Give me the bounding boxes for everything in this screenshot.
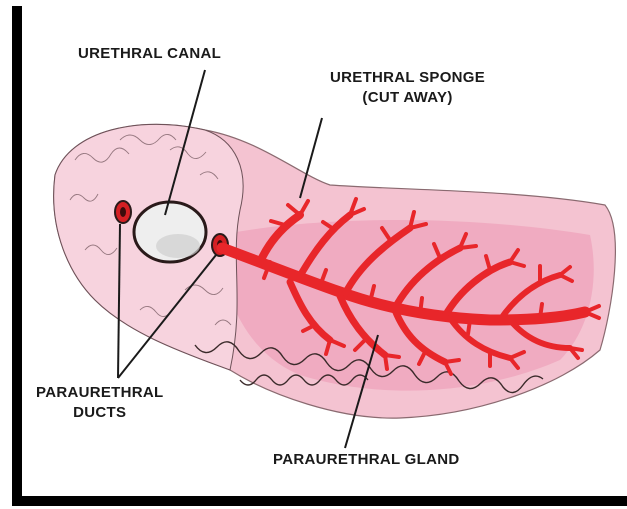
label-paraurethral-ducts: PARAURETHRAL DUCTS [36, 383, 163, 423]
label-urethral-sponge-line1: URETHRAL SPONGE [330, 68, 485, 88]
label-paraurethral-ducts-line1: PARAURETHRAL [36, 383, 163, 403]
label-urethral-canal: URETHRAL CANAL [78, 44, 221, 64]
label-urethral-sponge: URETHRAL SPONGE (CUT AWAY) [330, 68, 485, 108]
frame-bottom-border [12, 496, 627, 506]
label-urethral-sponge-line2: (CUT AWAY) [330, 88, 485, 108]
label-paraurethral-gland: PARAURETHRAL GLAND [273, 450, 460, 470]
label-paraurethral-ducts-line2: DUCTS [36, 403, 163, 423]
frame-left-border [12, 6, 22, 504]
paraurethral-duct-left-inner [120, 207, 126, 217]
urethral-canal-shadow [156, 234, 200, 258]
